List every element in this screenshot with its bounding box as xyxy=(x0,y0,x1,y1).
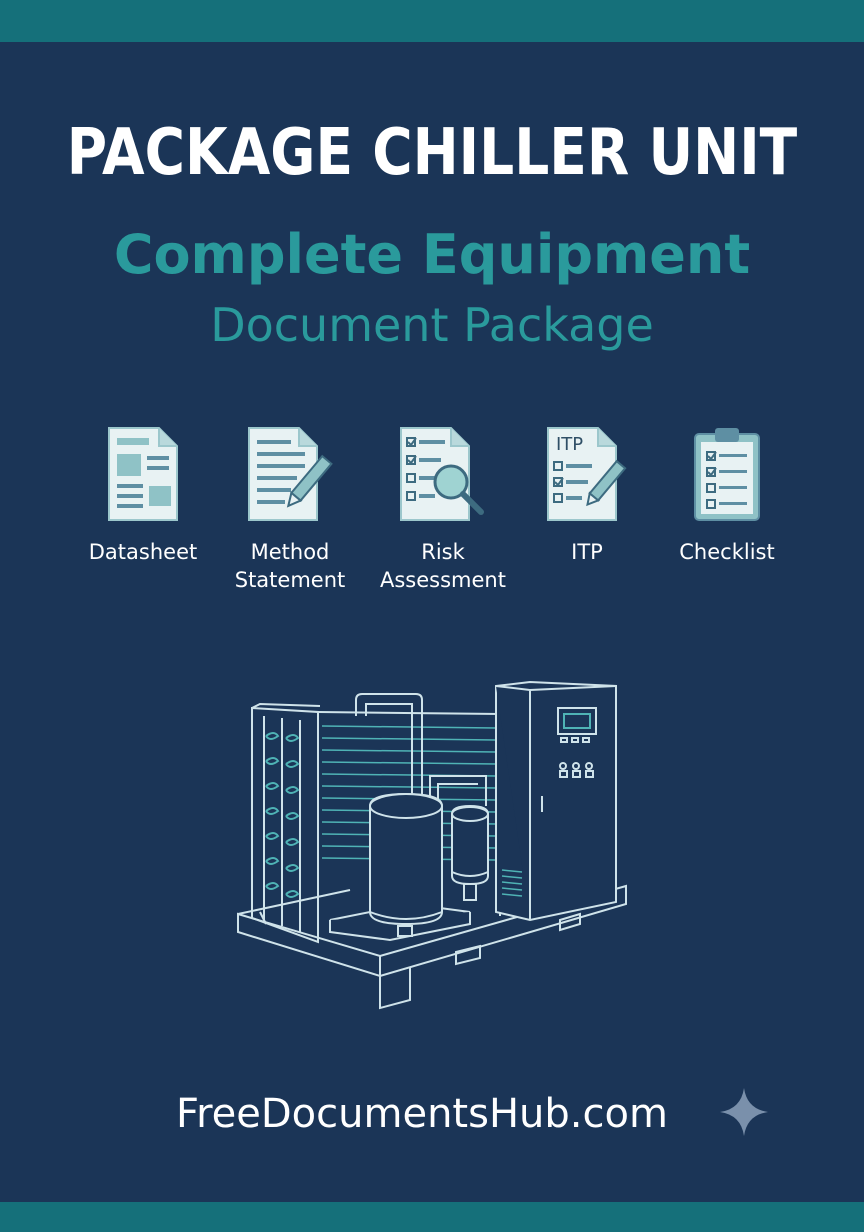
risk-assessment-icon xyxy=(400,427,484,521)
doc-label: Datasheet xyxy=(88,540,198,564)
doc-label: Risk Assessment xyxy=(380,540,506,592)
doc-item-checklist: Checklist xyxy=(652,424,802,566)
chiller-unit-illustration xyxy=(237,680,627,1010)
sparkle-icon xyxy=(720,1088,768,1136)
bottom-band xyxy=(0,1202,864,1232)
itp-badge-text: ITP xyxy=(556,434,583,455)
doc-label: Method Statement xyxy=(234,540,346,592)
cover-title: PACKAGE CHILLER UNIT xyxy=(66,116,798,190)
itp-icon: ITP xyxy=(547,427,627,521)
doc-item-method-statement: Method Statement xyxy=(215,424,365,594)
top-band xyxy=(0,0,864,42)
datasheet-icon xyxy=(108,427,178,521)
checklist-icon xyxy=(694,428,760,521)
doc-item-risk-assessment: Risk Assessment xyxy=(368,424,518,594)
cover-subtitle-line2: Document Package xyxy=(210,298,654,352)
method-statement-icon xyxy=(248,427,333,521)
doc-label: ITP xyxy=(571,540,603,564)
cover-subtitle-line1: Complete Equipment xyxy=(113,223,751,286)
website-url[interactable]: FreeDocumentsHub.com xyxy=(176,1091,668,1137)
doc-item-itp: ITP ITP xyxy=(512,424,662,566)
doc-item-datasheet: Datasheet xyxy=(68,424,218,566)
doc-label: Checklist xyxy=(679,540,775,564)
